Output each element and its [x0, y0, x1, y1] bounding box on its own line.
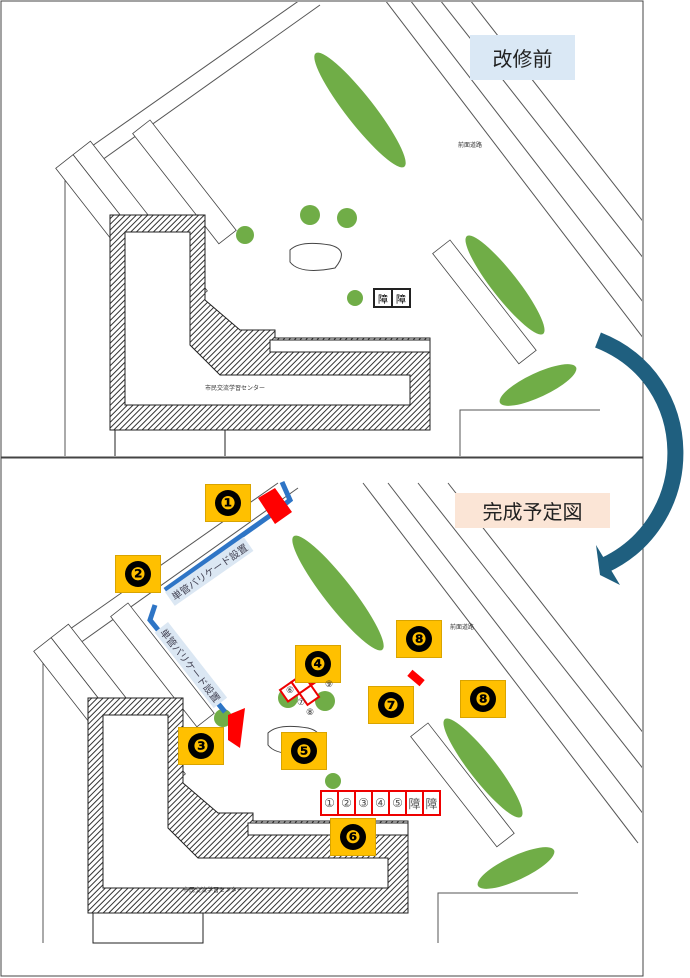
marker-3: ❸	[178, 727, 224, 765]
handicap-space: 障	[422, 790, 441, 816]
before-title: 改修前	[470, 35, 575, 80]
after-title: 完成予定図	[455, 493, 610, 528]
parking-space: ⑦	[297, 698, 306, 708]
marker-8: ❽	[460, 680, 506, 718]
handicap-space: 障	[391, 288, 411, 308]
marker-8: ❽	[396, 620, 442, 658]
parking-space: ⑨	[325, 680, 334, 690]
handicap-space: 障	[373, 288, 393, 308]
parking-number-row: ① ② ③ ④ ⑤ 障 障	[320, 790, 441, 816]
before-building-label: 市民交流学習センター	[205, 385, 266, 392]
arrow-head-icon	[596, 545, 620, 585]
marker-7: ❼	[368, 686, 414, 724]
marker-1: ❶	[205, 484, 251, 522]
transition-arrow	[594, 332, 684, 573]
barricade-3	[228, 708, 245, 748]
barricade-1	[258, 488, 292, 524]
after-building-label: 市民交流学習センター	[183, 887, 244, 894]
parking-space: ⑥	[286, 686, 295, 696]
parking-space: ⑧	[306, 708, 315, 718]
barricade-7	[407, 669, 425, 687]
marker-4: ❹	[295, 645, 341, 683]
before-road-label: 前面道路	[458, 142, 483, 149]
after-road-label: 前面道路	[450, 624, 475, 631]
marker-6: ❻	[330, 818, 376, 856]
marker-2: ❷	[115, 555, 161, 593]
marker-5: ❺	[281, 732, 327, 770]
